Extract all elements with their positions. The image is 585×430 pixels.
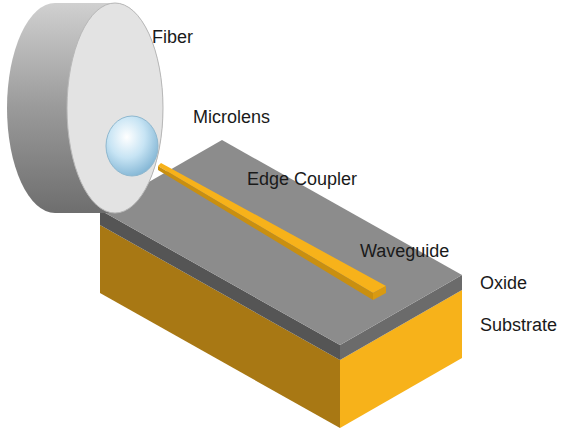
edge-coupler-label: Edge Coupler [247, 170, 357, 190]
microlens [106, 116, 158, 176]
oxide-layer [100, 140, 462, 360]
oxide-label: Oxide [480, 274, 527, 294]
waveguide-label: Waveguide [360, 242, 449, 262]
edge-coupler-waveguide [158, 163, 386, 300]
fiber [7, 3, 163, 213]
fiber-label: Fiber [152, 28, 193, 48]
microlens-label: Microlens [193, 108, 270, 128]
substrate-label: Substrate [480, 316, 557, 336]
